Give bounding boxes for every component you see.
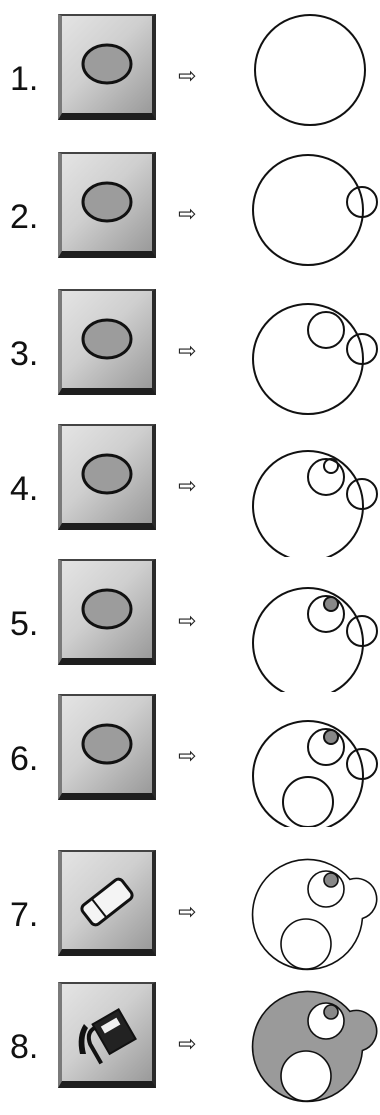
ellipse-icon [62,291,152,388]
step-7: 7. ⇨ [0,848,380,983]
ellipse-tool-button[interactable] [58,289,156,395]
ellipse-icon [62,696,152,793]
step-number: 8. [10,1028,38,1067]
ellipse-tool-button[interactable] [58,14,156,120]
paint-bucket-tool-button[interactable] [58,982,156,1088]
step-number: 2. [10,198,38,237]
arrow-icon: ⇨ [178,339,196,364]
ellipse-icon [62,561,152,658]
step-number: 3. [10,335,38,374]
step-6: 6. ⇨ [0,692,380,827]
arrow-icon: ⇨ [178,64,196,89]
ellipse-tool-button[interactable] [58,694,156,800]
arrow-icon: ⇨ [178,474,196,499]
circle-diagram [238,980,380,1115]
step-3: 3. ⇨ [0,287,380,422]
step-8: 8. ⇨ [0,980,380,1115]
step-number: 7. [10,896,38,935]
step-number: 4. [10,470,38,509]
ellipse-tool-button[interactable] [58,424,156,530]
arrow-icon: ⇨ [178,1032,196,1057]
step-number: 5. [10,605,38,644]
ellipse-icon [62,426,152,523]
step-4: 4. ⇨ [0,422,380,557]
ellipse-tool-button[interactable] [58,559,156,665]
step-1: 1. ⇨ [0,12,380,147]
step-number: 1. [10,60,38,99]
paint-bucket-icon [62,984,152,1081]
arrow-icon: ⇨ [178,202,196,227]
eraser-icon [62,852,152,949]
step-5: 5. ⇨ [0,557,380,692]
eraser-tool-button[interactable] [58,850,156,956]
ellipse-icon [62,154,152,251]
ellipse-icon [62,16,152,113]
circle-diagram [238,150,380,285]
circle-diagram [238,287,380,422]
arrow-icon: ⇨ [178,744,196,769]
arrow-icon: ⇨ [178,900,196,925]
arrow-icon: ⇨ [178,609,196,634]
circle-diagram [238,422,380,557]
circle-diagram [238,557,380,692]
step-number: 6. [10,740,38,779]
ellipse-tool-button[interactable] [58,152,156,258]
circle-diagram [238,848,380,983]
circle-diagram [238,12,380,147]
circle-diagram [238,692,380,827]
step-2: 2. ⇨ [0,150,380,285]
